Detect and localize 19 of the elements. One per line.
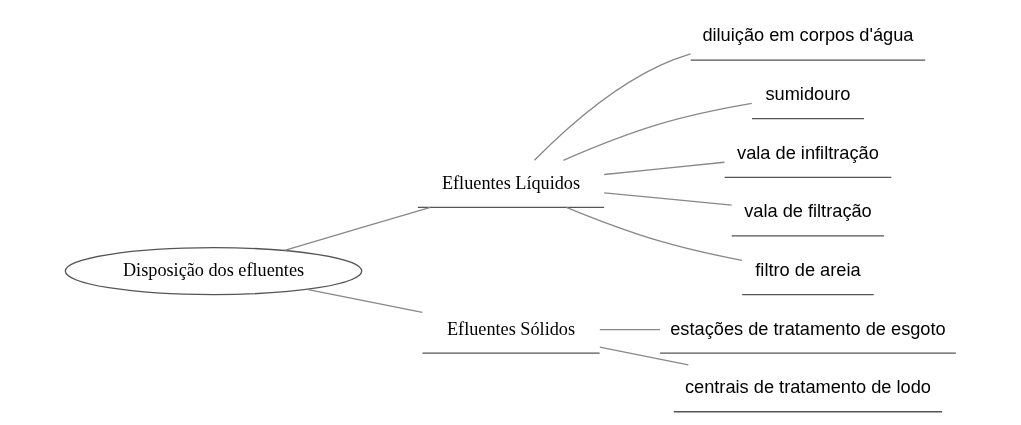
node-text: filtro de areia: [755, 258, 861, 280]
node-text: Efluentes Líquidos: [441, 172, 581, 193]
connector: [306, 288, 423, 313]
connector: [533, 53, 692, 161]
connector: [565, 206, 743, 261]
connector: [562, 102, 753, 161]
node-text: estações de tratamento de esgoto: [670, 317, 946, 339]
node-text: vala de filtração: [744, 200, 872, 222]
node-text: centrais de tratamento de lodo: [684, 376, 932, 398]
node-text: vala de infiltração: [737, 141, 879, 163]
connector: [603, 161, 726, 176]
node-text: diluição em corpos d'água: [702, 24, 914, 46]
connector: [284, 206, 432, 252]
node-text: Efluentes Sólidos: [446, 318, 576, 339]
connector: [599, 329, 661, 331]
node-ellipse: Disposição dos efluentes: [64, 247, 363, 296]
node-text: sumidouro: [765, 83, 851, 105]
connector: [603, 192, 733, 206]
connector: [599, 346, 690, 366]
